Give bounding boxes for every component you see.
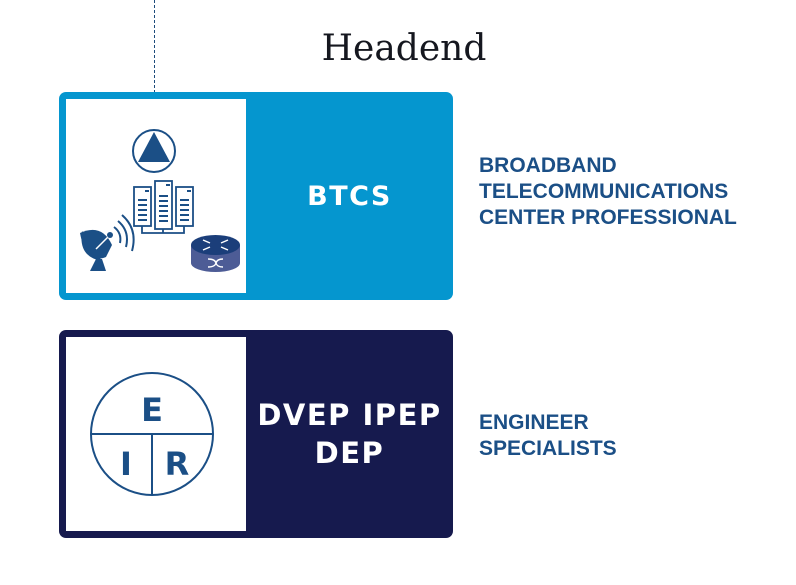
btcs-description-line: BROADBAND (479, 154, 617, 177)
dvep-label-line: DVEP IPEP (257, 398, 442, 432)
btcs-description: BROADBAND TELECOMMUNICATIONS CENTER PROF… (479, 153, 737, 231)
dvep-description-line: SPECIALISTS (479, 437, 617, 460)
router-icon (191, 235, 240, 272)
triangle-circle-icon (132, 129, 176, 173)
dvep-label: DVEP IPEP DEP (246, 330, 453, 538)
dvep-description-line: ENGINEER (479, 411, 589, 434)
dvep-description: ENGINEER SPECIALISTS (479, 410, 617, 462)
eir-letter-i: I (120, 445, 132, 483)
btcs-label: BTCS (307, 180, 392, 212)
connector-dashed-line (154, 0, 155, 128)
dvep-ipep-dep-card[interactable]: E I R DVEP IPEP DEP (59, 330, 453, 538)
satellite-dish-icon (80, 214, 135, 271)
dvep-icon-panel: E I R (66, 337, 246, 531)
eir-letter-e: E (141, 391, 163, 429)
btcs-description-line: TELECOMMUNICATIONS (479, 180, 729, 203)
eir-circle-icon: E I R (90, 372, 214, 496)
server-rack-icon (133, 180, 194, 234)
btcs-description-line: CENTER PROFESSIONAL (479, 206, 737, 229)
page-title: Headend (321, 28, 487, 69)
btcs-icon-panel (66, 99, 246, 293)
btcs-card[interactable]: BTCS (59, 92, 453, 300)
eir-letter-r: R (165, 445, 190, 483)
dvep-label-line: DEP (314, 436, 385, 470)
